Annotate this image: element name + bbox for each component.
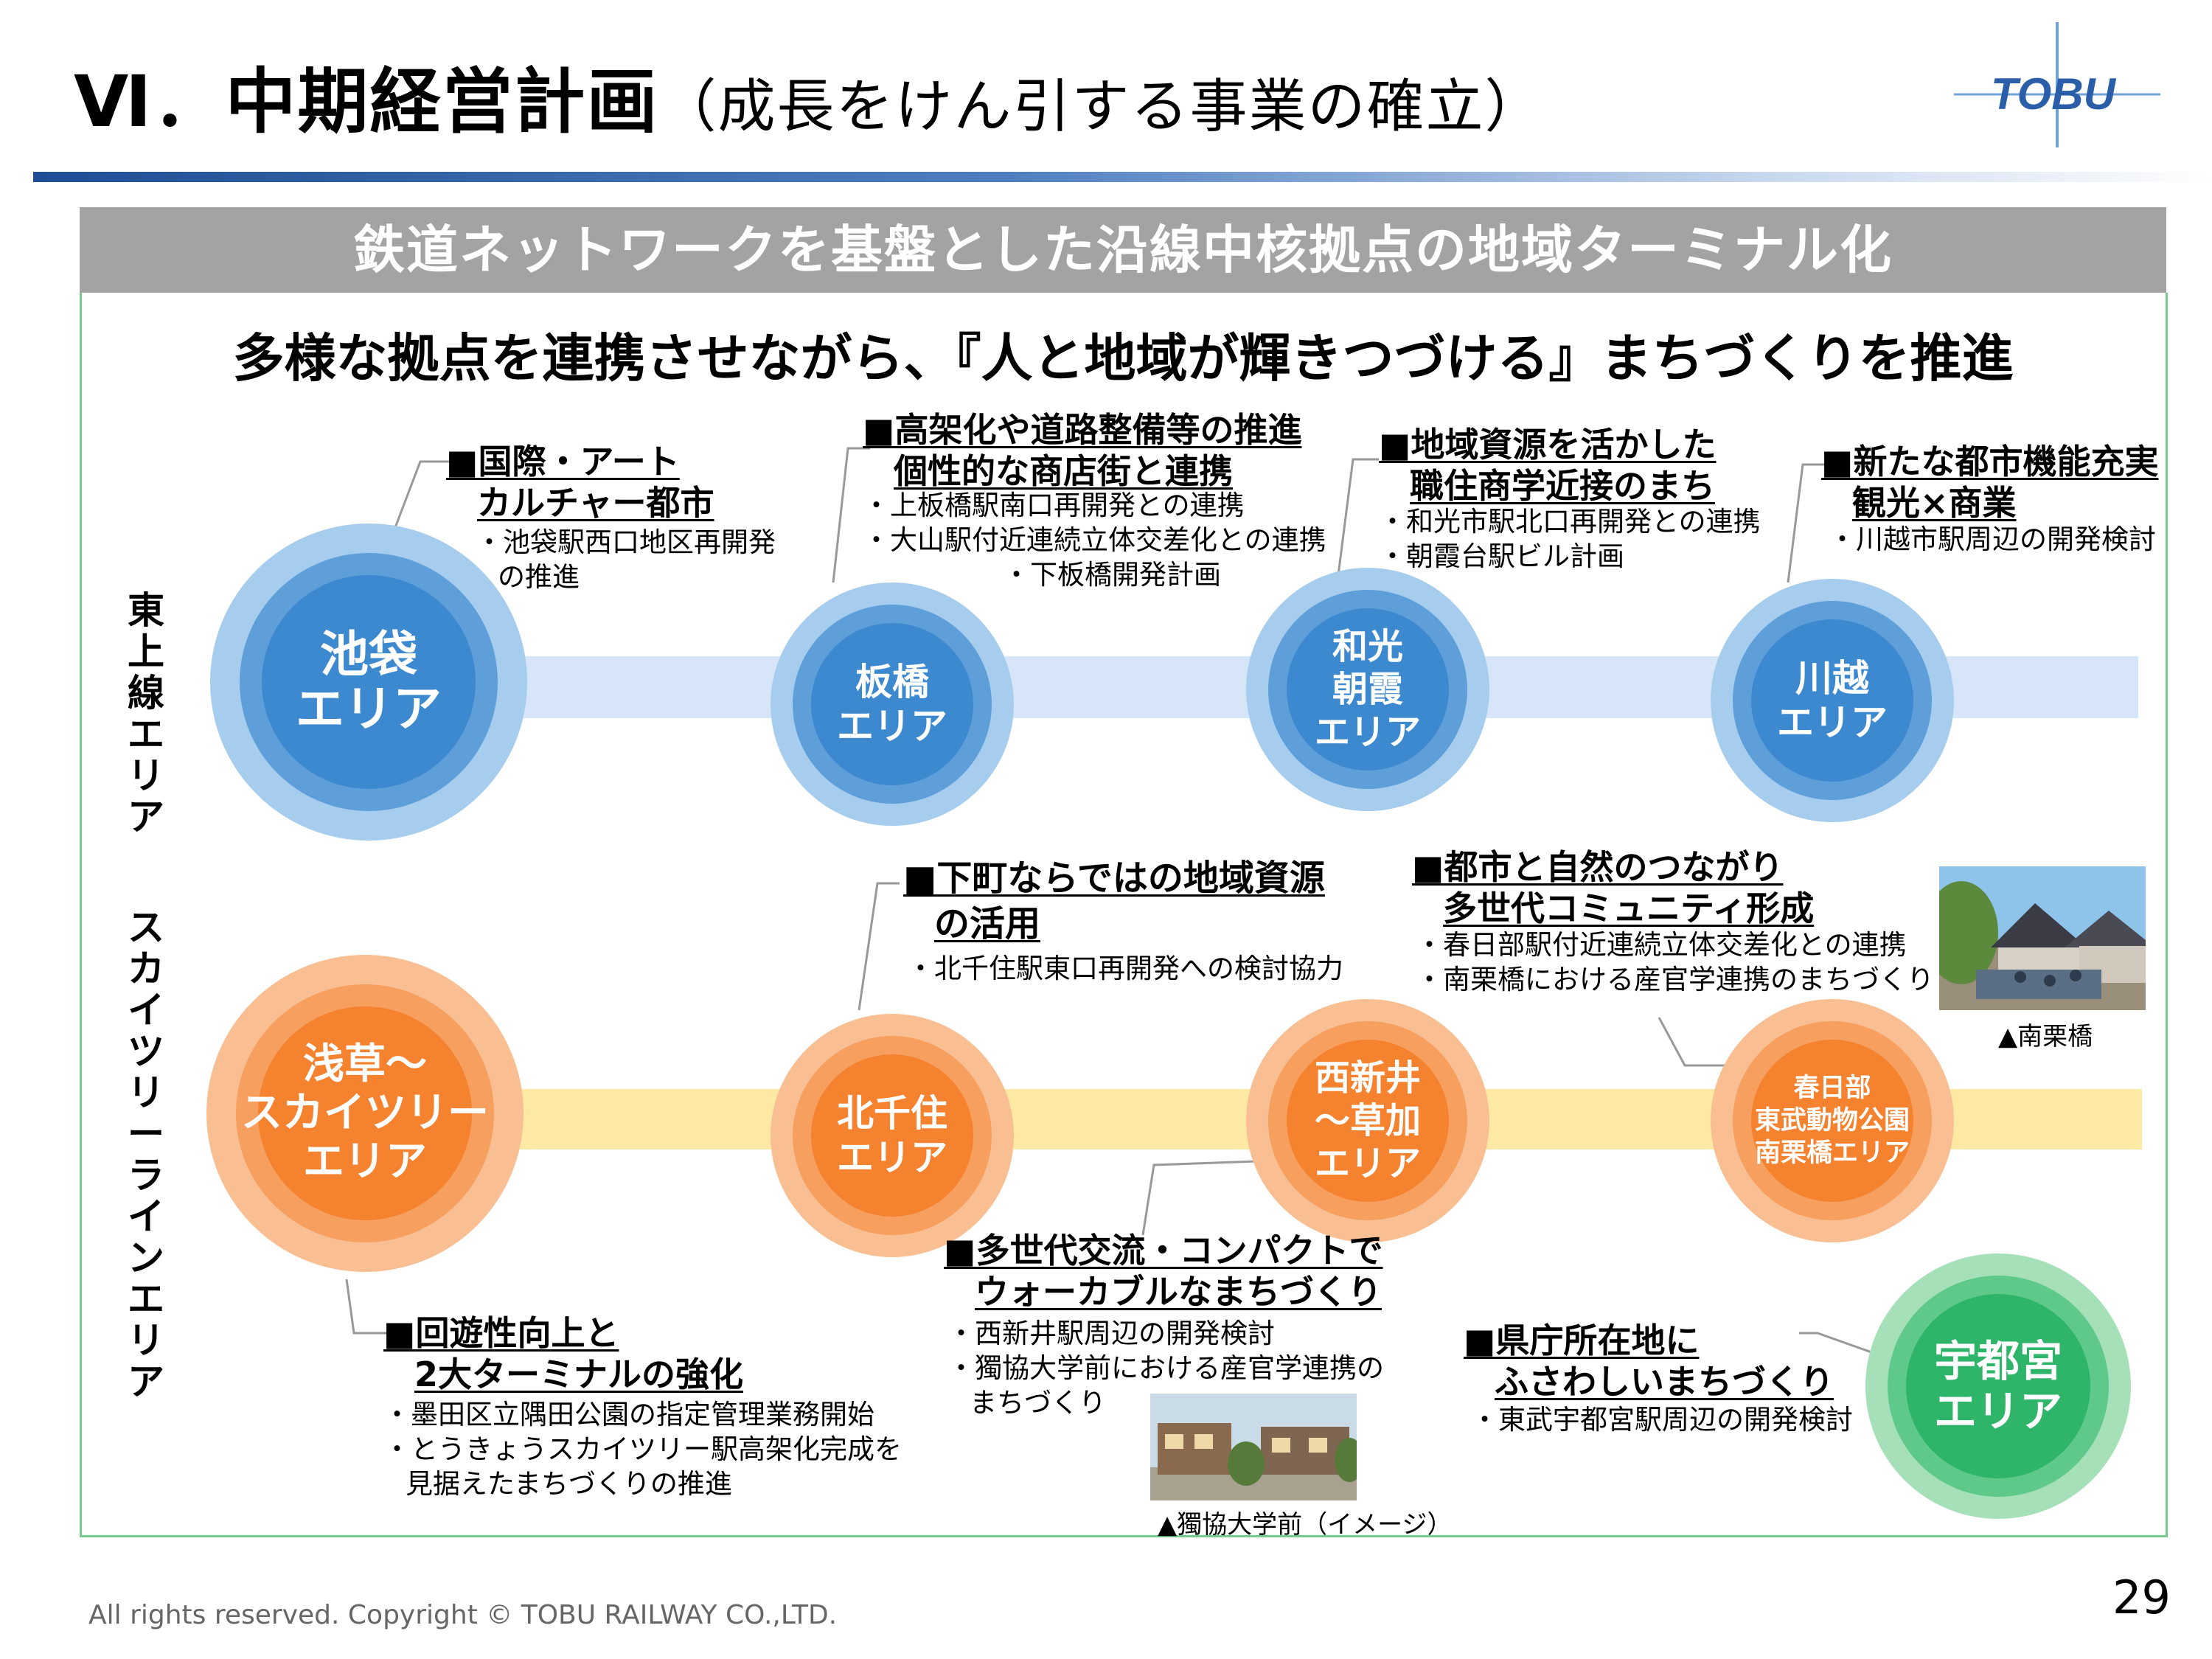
photo-minamikurihashi <box>1939 866 2146 1010</box>
content-frame <box>80 293 2168 1537</box>
area-label: スカイツリー <box>241 1089 489 1137</box>
logo-text: TOBU <box>1991 69 2117 119</box>
copyright-notice: All rights reserved. Copyright © TOBU RA… <box>88 1600 838 1630</box>
area-label: エリア <box>837 705 947 748</box>
area-circle-kasukabe: 春日部 東武動物公園 南栗橋エリア <box>1711 999 1954 1242</box>
area-circle-asakusa: 浅草～ スカイツリー エリア <box>206 955 524 1272</box>
callout-bullets-ikebukuro: ・池袋駅西口地区再開発 の推進 <box>476 526 776 593</box>
caption-minamikurihashi: ▲南栗橋 <box>1998 1022 2093 1051</box>
area-label: エリア <box>1777 701 1888 744</box>
area-label: エリア <box>1933 1386 2062 1436</box>
callout-bullets-kawagoe: ・川越市駅周辺の開発検討 <box>1829 524 2156 555</box>
callout-bullets-nishiarai: ・西新井駅周辺の開発検討 ・獨協大学前における産官学連携の まちづくり <box>947 1318 1384 1419</box>
area-label: 西新井 <box>1314 1057 1421 1099</box>
tobu-logo: TOBU <box>1954 22 2160 147</box>
area-label: 宇都宮 <box>1933 1336 2062 1386</box>
area-label: エリア <box>303 1138 427 1186</box>
callout-heading-kawagoe: ■新たな都市機能充実 観光×商業 <box>1821 442 2159 523</box>
callout-heading-ikebukuro: ■国際・アート カルチャー都市 <box>446 442 714 523</box>
area-circle-nishiarai: 西新井 ～草加 エリア <box>1246 999 1489 1242</box>
area-circle-kitasenju: 北千住 エリア <box>771 1014 1014 1257</box>
header-rule <box>33 172 2212 182</box>
area-label: 川越 <box>1795 657 1869 700</box>
area-label: 浅草～ <box>303 1040 427 1088</box>
callout-bullets-kitasenju: ・北千住駅東口再開発への検討協力 <box>907 953 1343 984</box>
page-title: Ⅵ．中期経営計画（成長をけん引する事業の確立） <box>74 60 1544 143</box>
callout-heading-nishiarai: ■多世代交流・コンパクトで ウォーカブルなまちづくり <box>944 1231 1383 1312</box>
area-circle-ikebukuro: 池袋 エリア <box>210 524 527 841</box>
area-label: 朝霞 <box>1332 669 1403 710</box>
headline: 多様な拠点を連携させながら、『人と地域が輝きつづける』まちづくりを推進 <box>232 328 2014 389</box>
area-label: 北千住 <box>837 1092 947 1135</box>
area-label: 板橋 <box>855 661 929 703</box>
area-label: 和光 <box>1332 626 1403 667</box>
photo-dokkyo <box>1150 1394 1357 1500</box>
area-label: エリア <box>296 681 442 737</box>
callout-bullets-wako: ・和光市駅北口再開発との連携 ・朝霞台駅ビル計画 <box>1379 506 1761 572</box>
area-circle-wako: 和光 朝霞 エリア <box>1246 568 1489 811</box>
caption-dokkyo: ▲獨協大学前（イメージ） <box>1158 1510 1453 1540</box>
page-number: 29 <box>2112 1571 2171 1624</box>
callout-bullets-utsunomiya: ・東武宇都宮駅周辺の開発検討 <box>1471 1404 1853 1436</box>
area-circle-utsunomiya: 宇都宮 エリア <box>1865 1253 2131 1519</box>
callout-bullets-itabashi: ・上板橋駅南口再開発との連携 ・大山駅付近連続立体交差化との連携 ・下板橋開発計… <box>863 490 1326 591</box>
lane-label-tojo: 東上線エリア <box>128 589 164 838</box>
callout-bullets-kasukabe: ・春日部駅付近連続立体交差化との連携 ・南栗橋における産官学連携のまちづくり <box>1416 929 1934 995</box>
area-label: エリア <box>1314 712 1421 753</box>
callout-heading-itabashi: ■高架化や道路整備等の推進 個性的な商店街と連携 <box>863 410 1302 491</box>
lane-label-skytree: スカイツリーラインエリア <box>128 906 164 1403</box>
area-label: エリア <box>837 1136 947 1179</box>
area-label: 東武動物公園 <box>1754 1106 1910 1135</box>
callout-heading-kasukabe: ■都市と自然のつながり 多世代コミュニティ形成 <box>1412 847 1815 928</box>
area-label: 南栗橋エリア <box>1754 1138 1910 1168</box>
callout-heading-utsunomiya: ■県庁所在地に ふさわしいまちづくり <box>1464 1321 1834 1402</box>
callout-heading-wako: ■地域資源を活かした 職住商学近接のまち <box>1379 425 1717 506</box>
callout-heading-asakusa: ■回遊性向上と 2大ターミナルの強化 <box>383 1313 744 1394</box>
area-label: ～草加 <box>1314 1100 1421 1141</box>
area-label: 池袋 <box>320 626 417 683</box>
section-banner: 鉄道ネットワークを基盤とした沿線中核拠点の地域ターミナル化 <box>80 207 2166 293</box>
callout-heading-kitasenju: ■下町ならではの地域資源 の活用 <box>903 858 1325 945</box>
callout-bullets-asakusa: ・墨田区立隅田公園の指定管理業務開始 ・とうきょうスカイツリー駅高架化完成を 見… <box>383 1399 902 1500</box>
area-circle-itabashi: 板橋 エリア <box>771 582 1014 826</box>
area-circle-kawagoe: 川越 エリア <box>1711 579 1954 822</box>
area-label: エリア <box>1314 1143 1421 1184</box>
area-label: 春日部 <box>1793 1074 1871 1103</box>
